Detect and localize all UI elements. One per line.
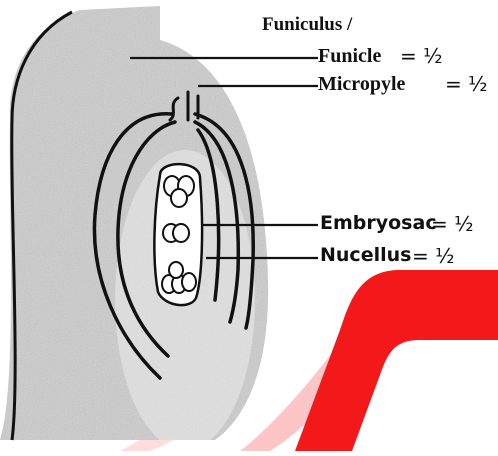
label-funicle: Funicle [318, 46, 381, 66]
nucellus-mark: = ½ [412, 246, 455, 266]
polar-nuclei [163, 224, 189, 242]
funicle-mark: = ½ [400, 46, 443, 66]
micropyle-mark: = ½ [445, 74, 488, 94]
label-funiculus: Funiculus / [262, 15, 352, 34]
label-micropyle: Micropyle [318, 74, 405, 94]
label-nucellus: Nucellus [320, 246, 411, 265]
embryosac-mark: = ½ [431, 214, 474, 234]
embryo-sac [154, 164, 202, 305]
label-embryosac: Embryosac [320, 214, 437, 233]
